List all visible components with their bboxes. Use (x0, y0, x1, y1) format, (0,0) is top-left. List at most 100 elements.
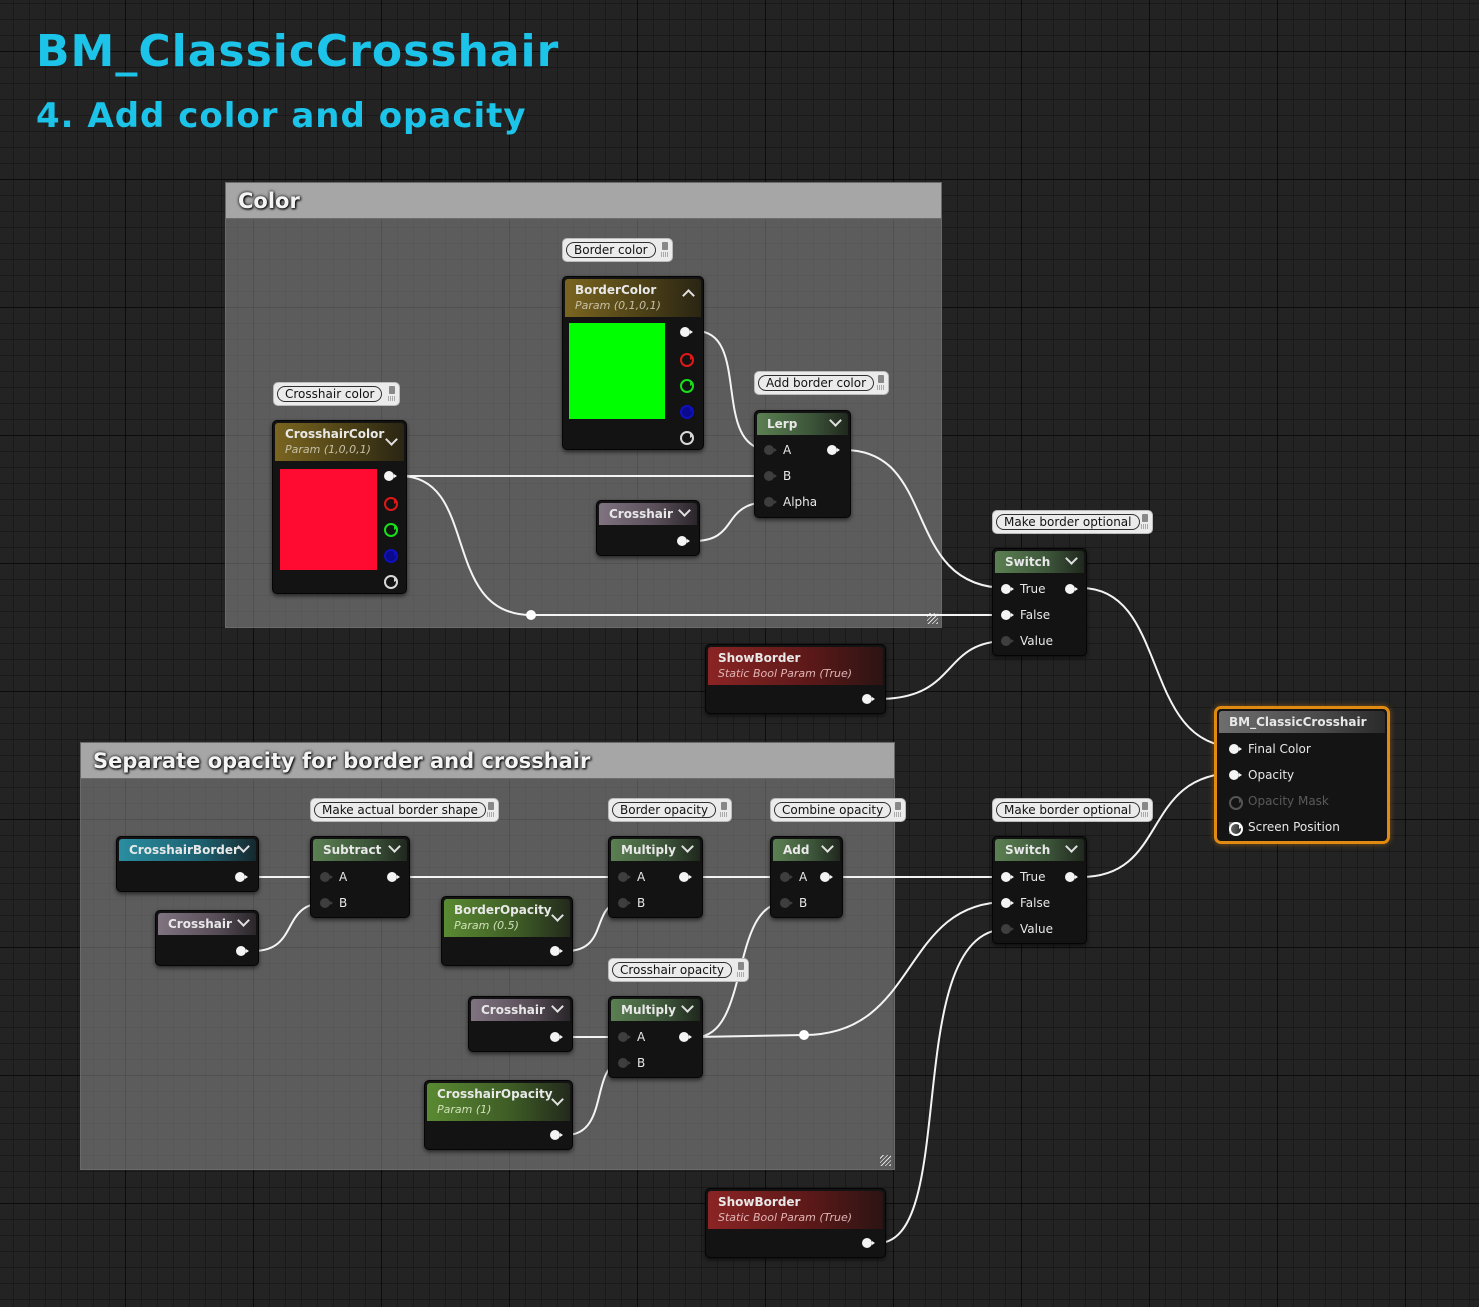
input-pin-opacity[interactable] (1229, 770, 1242, 782)
crosshair-function-node[interactable]: Crosshair (155, 910, 259, 966)
comment-bubble[interactable]: Crosshair opacity (608, 958, 749, 982)
input-pin-a[interactable] (320, 872, 333, 884)
pin-icon[interactable] (1142, 802, 1148, 810)
pin-icon[interactable] (1142, 514, 1148, 522)
pin-icon[interactable] (721, 802, 727, 810)
pin-icon[interactable] (662, 242, 668, 250)
output-pin[interactable] (862, 1238, 875, 1250)
color-comment-box-title[interactable]: Color (226, 183, 941, 219)
multiply-node-crosshair[interactable]: Multiply A B (608, 996, 703, 1078)
switch-node-color[interactable]: Switch True False Value (992, 548, 1087, 656)
pin-icon[interactable] (488, 802, 494, 810)
input-pin-a[interactable] (764, 445, 777, 457)
output-pin[interactable] (550, 1032, 563, 1044)
output-pin-r[interactable] (384, 497, 398, 511)
output-pin-rgb[interactable] (680, 327, 693, 339)
pin-icon[interactable] (389, 386, 395, 394)
input-pin-alpha[interactable] (764, 497, 777, 509)
output-pin[interactable] (1065, 584, 1078, 596)
crosshair-opacity-param-node[interactable]: CrosshairOpacity Param (1) (424, 1080, 573, 1150)
output-pin-a[interactable] (680, 431, 694, 445)
pin-icon[interactable] (738, 962, 744, 970)
comment-bubble[interactable]: Make border optional (992, 510, 1153, 534)
output-pin[interactable] (820, 872, 833, 884)
subtract-node[interactable]: Subtract A B (310, 836, 410, 918)
output-pin[interactable] (550, 1130, 563, 1142)
output-pin[interactable] (677, 536, 690, 548)
input-pin-true[interactable] (1001, 584, 1014, 596)
comment-bubble[interactable]: Make border optional (992, 798, 1153, 822)
collapse-chevron-icon[interactable] (681, 1000, 694, 1013)
border-color-param-node[interactable]: BorderColor Param (0,1,0,1) (562, 276, 704, 450)
input-pin-value[interactable] (1001, 924, 1014, 936)
crosshair-function-node[interactable]: Crosshair (468, 996, 573, 1052)
collapse-chevron-icon[interactable] (829, 414, 842, 427)
input-pin-final-color[interactable] (1229, 744, 1242, 756)
crosshair-color-param-node[interactable]: CrosshairColor Param (1,0,0,1) (272, 420, 407, 594)
material-result-node[interactable]: BM_ClassicCrosshair Final Color Opacity … (1214, 706, 1390, 844)
output-pin[interactable] (862, 694, 875, 706)
comment-bubble[interactable]: Border opacity (608, 798, 732, 822)
multiply-node-border[interactable]: Multiply A B (608, 836, 703, 918)
output-pin[interactable] (550, 946, 563, 958)
comment-bubble[interactable]: Add border color (754, 371, 889, 395)
collapse-chevron-icon[interactable] (821, 840, 834, 853)
lerp-node[interactable]: Lerp A B Alpha (754, 410, 851, 518)
input-pin-b[interactable] (618, 1058, 631, 1070)
comment-bubble[interactable]: Crosshair color (273, 382, 400, 406)
input-pin-b[interactable] (618, 898, 631, 910)
resize-grip-icon[interactable] (927, 613, 938, 624)
input-pin-a[interactable] (618, 872, 631, 884)
switch-node-opacity[interactable]: Switch True False Value (992, 836, 1087, 944)
opacity-comment-box-title[interactable]: Separate opacity for border and crosshai… (81, 743, 894, 779)
input-pin-false[interactable] (1001, 898, 1014, 910)
collapse-chevron-icon[interactable] (1065, 552, 1078, 565)
input-pin-false[interactable] (1001, 610, 1014, 622)
input-pin-value[interactable] (1001, 636, 1014, 648)
comment-bubble[interactable]: Border color (562, 238, 673, 262)
comment-bubble[interactable]: Combine opacity (770, 798, 906, 822)
output-pin[interactable] (827, 445, 840, 457)
border-opacity-param-node[interactable]: BorderOpacity Param (0.5) (441, 896, 573, 966)
collapse-chevron-icon[interactable] (237, 914, 250, 927)
pin-icon[interactable] (895, 802, 901, 810)
collapse-chevron-icon[interactable] (1065, 840, 1078, 853)
collapse-chevron-icon[interactable] (237, 840, 250, 853)
output-pin[interactable] (387, 872, 400, 884)
output-pin-rgb[interactable] (384, 471, 397, 483)
output-pin[interactable] (236, 946, 249, 958)
collapse-chevron-icon[interactable] (551, 1000, 564, 1013)
input-pin-b[interactable] (780, 898, 793, 910)
collapse-chevron-icon[interactable] (681, 840, 694, 853)
collapse-chevron-icon[interactable] (678, 504, 691, 517)
input-pin-a[interactable] (780, 872, 793, 884)
crosshair-function-node[interactable]: Crosshair (596, 500, 700, 556)
comment-bubble[interactable]: Make actual border shape (310, 798, 499, 822)
output-pin-b[interactable] (384, 549, 398, 563)
collapse-chevron-icon[interactable] (388, 840, 401, 853)
output-pin-g[interactable] (384, 523, 398, 537)
output-pin-b[interactable] (680, 405, 694, 419)
pin-icon[interactable] (878, 375, 884, 383)
output-pin[interactable] (235, 872, 248, 884)
add-node[interactable]: Add A B (770, 836, 843, 918)
input-pin-screen-position[interactable] (1229, 822, 1243, 836)
input-pin-b[interactable] (764, 471, 777, 483)
input-pin-opacity-mask[interactable] (1229, 796, 1243, 810)
output-pin[interactable] (1065, 872, 1078, 884)
output-pin[interactable] (679, 1032, 692, 1044)
output-pin-g[interactable] (680, 379, 694, 393)
input-pin-b[interactable] (320, 898, 333, 910)
resize-grip-icon[interactable] (880, 1155, 891, 1166)
comment-text: Make border optional (996, 802, 1140, 818)
output-pin-a[interactable] (384, 575, 398, 589)
crosshair-border-function-node[interactable]: CrosshairBorder (116, 836, 259, 892)
scale-icon (1141, 812, 1149, 817)
input-pin-a[interactable] (618, 1032, 631, 1044)
node-title: Crosshair (609, 507, 673, 521)
show-border-bool-param-node[interactable]: ShowBorder Static Bool Param (True) (705, 644, 886, 714)
output-pin[interactable] (679, 872, 692, 884)
show-border-bool-param-node[interactable]: ShowBorder Static Bool Param (True) (705, 1188, 886, 1258)
output-pin-r[interactable] (680, 353, 694, 367)
input-pin-true[interactable] (1001, 872, 1014, 884)
